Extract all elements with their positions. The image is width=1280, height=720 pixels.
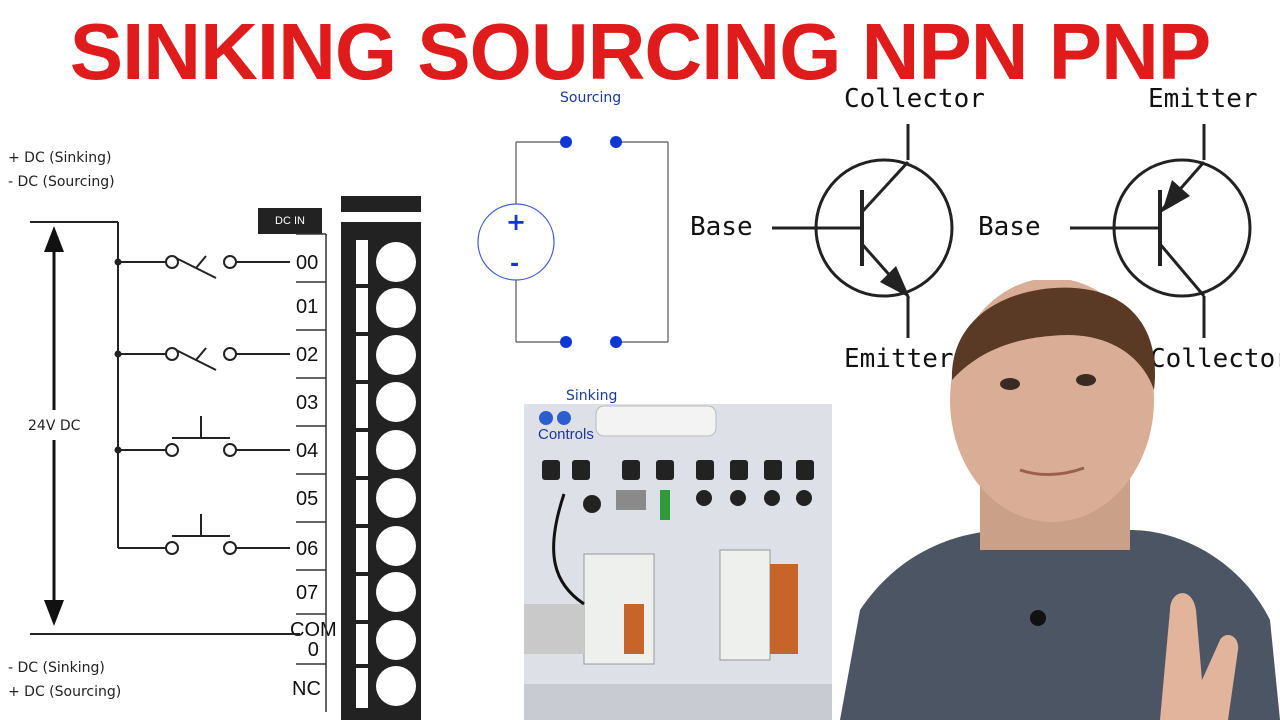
pnp-base-label: Base xyxy=(978,212,1041,242)
page-title: SINKING SOURCING NPN PNP xyxy=(69,7,1212,96)
terminal-04: 04 xyxy=(296,440,319,462)
terminal-07: 07 xyxy=(296,582,319,604)
sinking-label: Sinking xyxy=(566,388,618,404)
voltage-label: 24V DC xyxy=(28,418,81,434)
npn-base-label: Base xyxy=(690,212,753,242)
sourcing-label: Sourcing xyxy=(560,90,622,106)
bottom-label-sinking: - DC (Sinking) xyxy=(8,660,105,676)
plc-trainer-photo: Controls xyxy=(524,404,832,720)
terminal-00: 00 xyxy=(296,252,319,274)
top-label-sinking: + DC (Sinking) xyxy=(8,150,112,166)
terminal-nc: NC xyxy=(292,678,321,700)
plc-trainer-illustration xyxy=(524,404,832,720)
battery-minus: - xyxy=(510,252,520,277)
top-label-sourcing: - DC (Sourcing) xyxy=(8,174,115,190)
terminal-06: 06 xyxy=(296,538,319,560)
pnp-collector-label: Collector xyxy=(1150,344,1280,374)
npn-emitter-label: Emitter xyxy=(844,344,954,374)
presenter-illustration xyxy=(840,280,1280,720)
presenter-photo xyxy=(840,280,1280,720)
terminal-02: 02 xyxy=(296,344,319,366)
photo-brand: Controls xyxy=(538,426,594,443)
npn-collector-label: Collector xyxy=(844,84,985,114)
terminal-05: 05 xyxy=(296,488,319,510)
pnp-emitter-label: Emitter xyxy=(1148,84,1258,114)
battery-plus: + xyxy=(506,208,527,236)
dc-in-header: DC IN xyxy=(258,208,322,234)
terminal-01: 01 xyxy=(296,296,319,318)
terminal-com0: COM 0 xyxy=(290,619,337,661)
bottom-label-sourcing: + DC (Sourcing) xyxy=(8,684,122,700)
terminal-03: 03 xyxy=(296,392,319,414)
